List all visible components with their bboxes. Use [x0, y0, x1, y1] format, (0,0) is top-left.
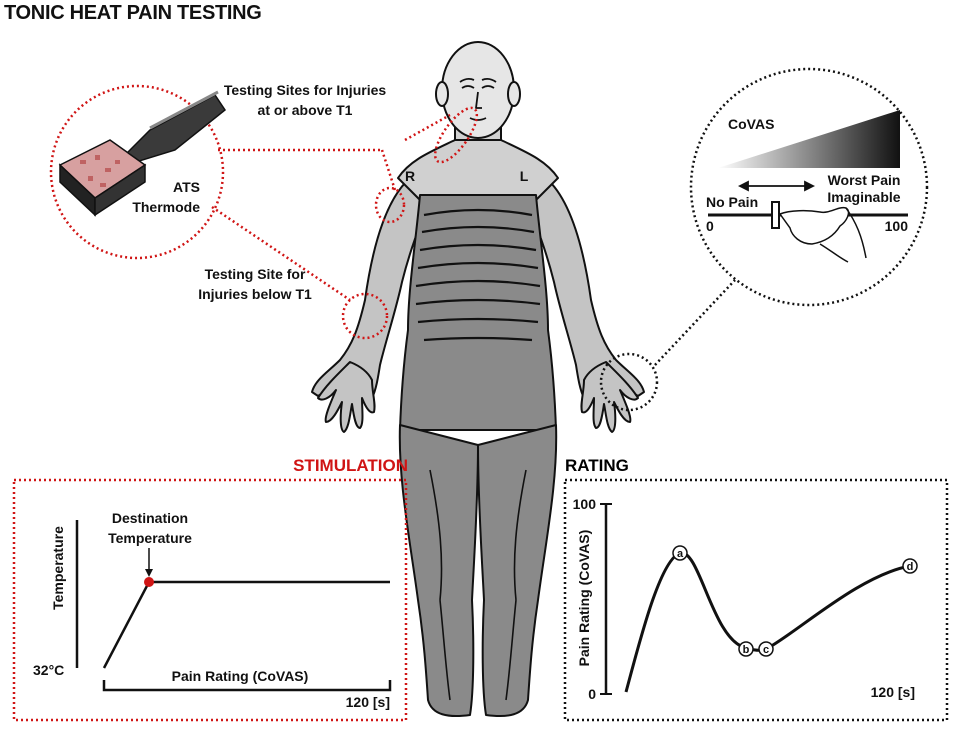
rating-time-label: 120 [s] — [870, 684, 915, 700]
covas-min-value: 0 — [706, 218, 714, 234]
right-leg — [398, 424, 479, 718]
stimulation-baseline-label: 32°C — [33, 662, 65, 678]
covas-title: CoVAS — [728, 116, 775, 132]
page-title: TONIC HEAT PAIN TESTING — [4, 2, 262, 24]
right-side-label: R — [404, 168, 416, 184]
hand-site-circle — [599, 352, 659, 412]
slider-hand-icon — [778, 206, 850, 245]
rating-ymin-label: 0 — [588, 686, 596, 702]
covas-callouts — [599, 67, 929, 412]
point-a-label: a — [677, 548, 684, 560]
left-side-label: L — [519, 168, 529, 184]
destination-temperature-marker — [144, 577, 154, 587]
covas-double-arrow — [737, 180, 816, 192]
covas-min-label: No Pain — [706, 194, 759, 210]
covas-slider — [771, 201, 780, 229]
covas-max-label: Worst Pain Imaginable — [827, 172, 901, 205]
forearm-site-circle — [341, 292, 389, 340]
point-b-label: b — [743, 644, 750, 656]
shoulder-site-circle — [374, 186, 406, 224]
left-hand — [580, 361, 639, 433]
human-body-figure — [311, 41, 645, 718]
covas-gradient-wedge — [718, 110, 900, 168]
thermode-device — [58, 90, 227, 217]
right-hand — [317, 361, 376, 433]
stimulation-panel-title: STIMULATION — [293, 456, 408, 475]
covas-inset-circle — [689, 67, 929, 307]
stimulation-time-label: 120 [s] — [345, 694, 390, 710]
left-leg — [477, 424, 558, 718]
point-d-label: d — [907, 561, 914, 573]
neck-site-circle — [433, 106, 479, 164]
rating-point-labels: a b c d — [677, 548, 913, 656]
testing-site-markers — [49, 84, 479, 340]
rating-panel-title: RATING — [565, 456, 629, 475]
pain-rating-bracket — [102, 680, 392, 692]
rating-ylabel: Pain Rating (CoVAS) — [576, 529, 592, 667]
point-c-label: c — [763, 644, 769, 656]
testing-site-below-label: Testing Site for Injuries below T1 — [198, 266, 312, 302]
pain-rating-curve — [624, 551, 911, 693]
stimulation-bar-label: Pain Rating (CoVAS) — [171, 668, 309, 684]
destination-temperature-label: Destination Temperature — [108, 510, 192, 546]
testing-sites-above-label: Testing Sites for Injuries at or above T… — [223, 82, 387, 118]
covas-max-value: 100 — [884, 218, 908, 234]
rating-ymax-label: 100 — [572, 496, 596, 512]
thermode-label: ATS Thermode — [132, 179, 200, 215]
rating-point-markers — [672, 545, 918, 657]
thermode-inset-circle — [49, 84, 225, 260]
